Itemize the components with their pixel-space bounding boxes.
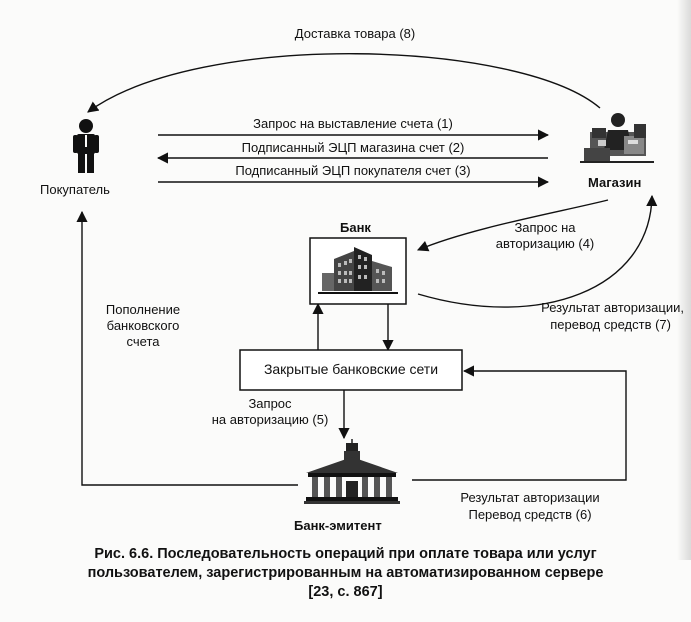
classical-bank-icon: [304, 439, 400, 504]
label-auth-result-7-line2: перевод средств (7): [550, 317, 671, 332]
label-auth-request-4-line1: Запрос на: [514, 220, 576, 235]
arrow-auth-request-4: [416, 199, 609, 252]
buyer-label: Покупатель: [40, 182, 110, 197]
caption-line3: [23, с. 867]: [308, 584, 383, 600]
bank-building-icon: [318, 247, 398, 294]
figure-caption: Рис. 6.6. Последовательность операций пр…: [0, 545, 691, 602]
store-label: Магазин: [588, 175, 642, 190]
label-auth-result-7-line1: Результат авторизации,: [541, 300, 684, 315]
label-auth-request-4-line2: авторизацию (4): [495, 236, 595, 251]
caption-line2: пользователем, зарегистрированным на авт…: [87, 565, 604, 581]
label-auth-request-5-line2: на авторизацию (5): [211, 412, 329, 427]
label-invoice-request: Запрос на выставление счета (1): [253, 116, 453, 131]
label-store-signed: Подписанный ЭЦП магазина счет (2): [241, 140, 465, 155]
label-replenish-line1: Пополнение: [105, 302, 181, 317]
issuer-label: Банк-эмитент: [294, 518, 382, 533]
arrow-replenish: [76, 210, 298, 486]
caption-line1: Рис. 6.6. Последовательность операций пр…: [94, 546, 597, 562]
networks-box: [239, 349, 463, 391]
page-edge-shadow: [677, 0, 691, 560]
arrow-delivery: [87, 53, 601, 113]
label-auth-request-5-line1: Запрос: [248, 396, 292, 411]
arrow-auth-result-7: [417, 194, 658, 308]
diagram-canvas: [73, 53, 658, 504]
label-auth-result-6-line2: Перевод средств (6): [468, 507, 592, 522]
label-auth-result-6-line1: Результат авторизации: [460, 490, 600, 505]
label-replenish-line3: счета: [126, 334, 160, 349]
label-delivery: Доставка товара (8): [294, 26, 416, 41]
shop-clerk-icon: [580, 113, 654, 163]
arrow-auth-result-6: [412, 365, 627, 481]
networks-label: Закрытые банковские сети: [263, 361, 439, 377]
person-icon: [73, 119, 99, 173]
label-replenish-line2: банковского: [106, 318, 180, 333]
bank-label: Банк: [340, 220, 371, 235]
label-buyer-signed: Подписанный ЭЦП покупателя счет (3): [235, 163, 471, 178]
